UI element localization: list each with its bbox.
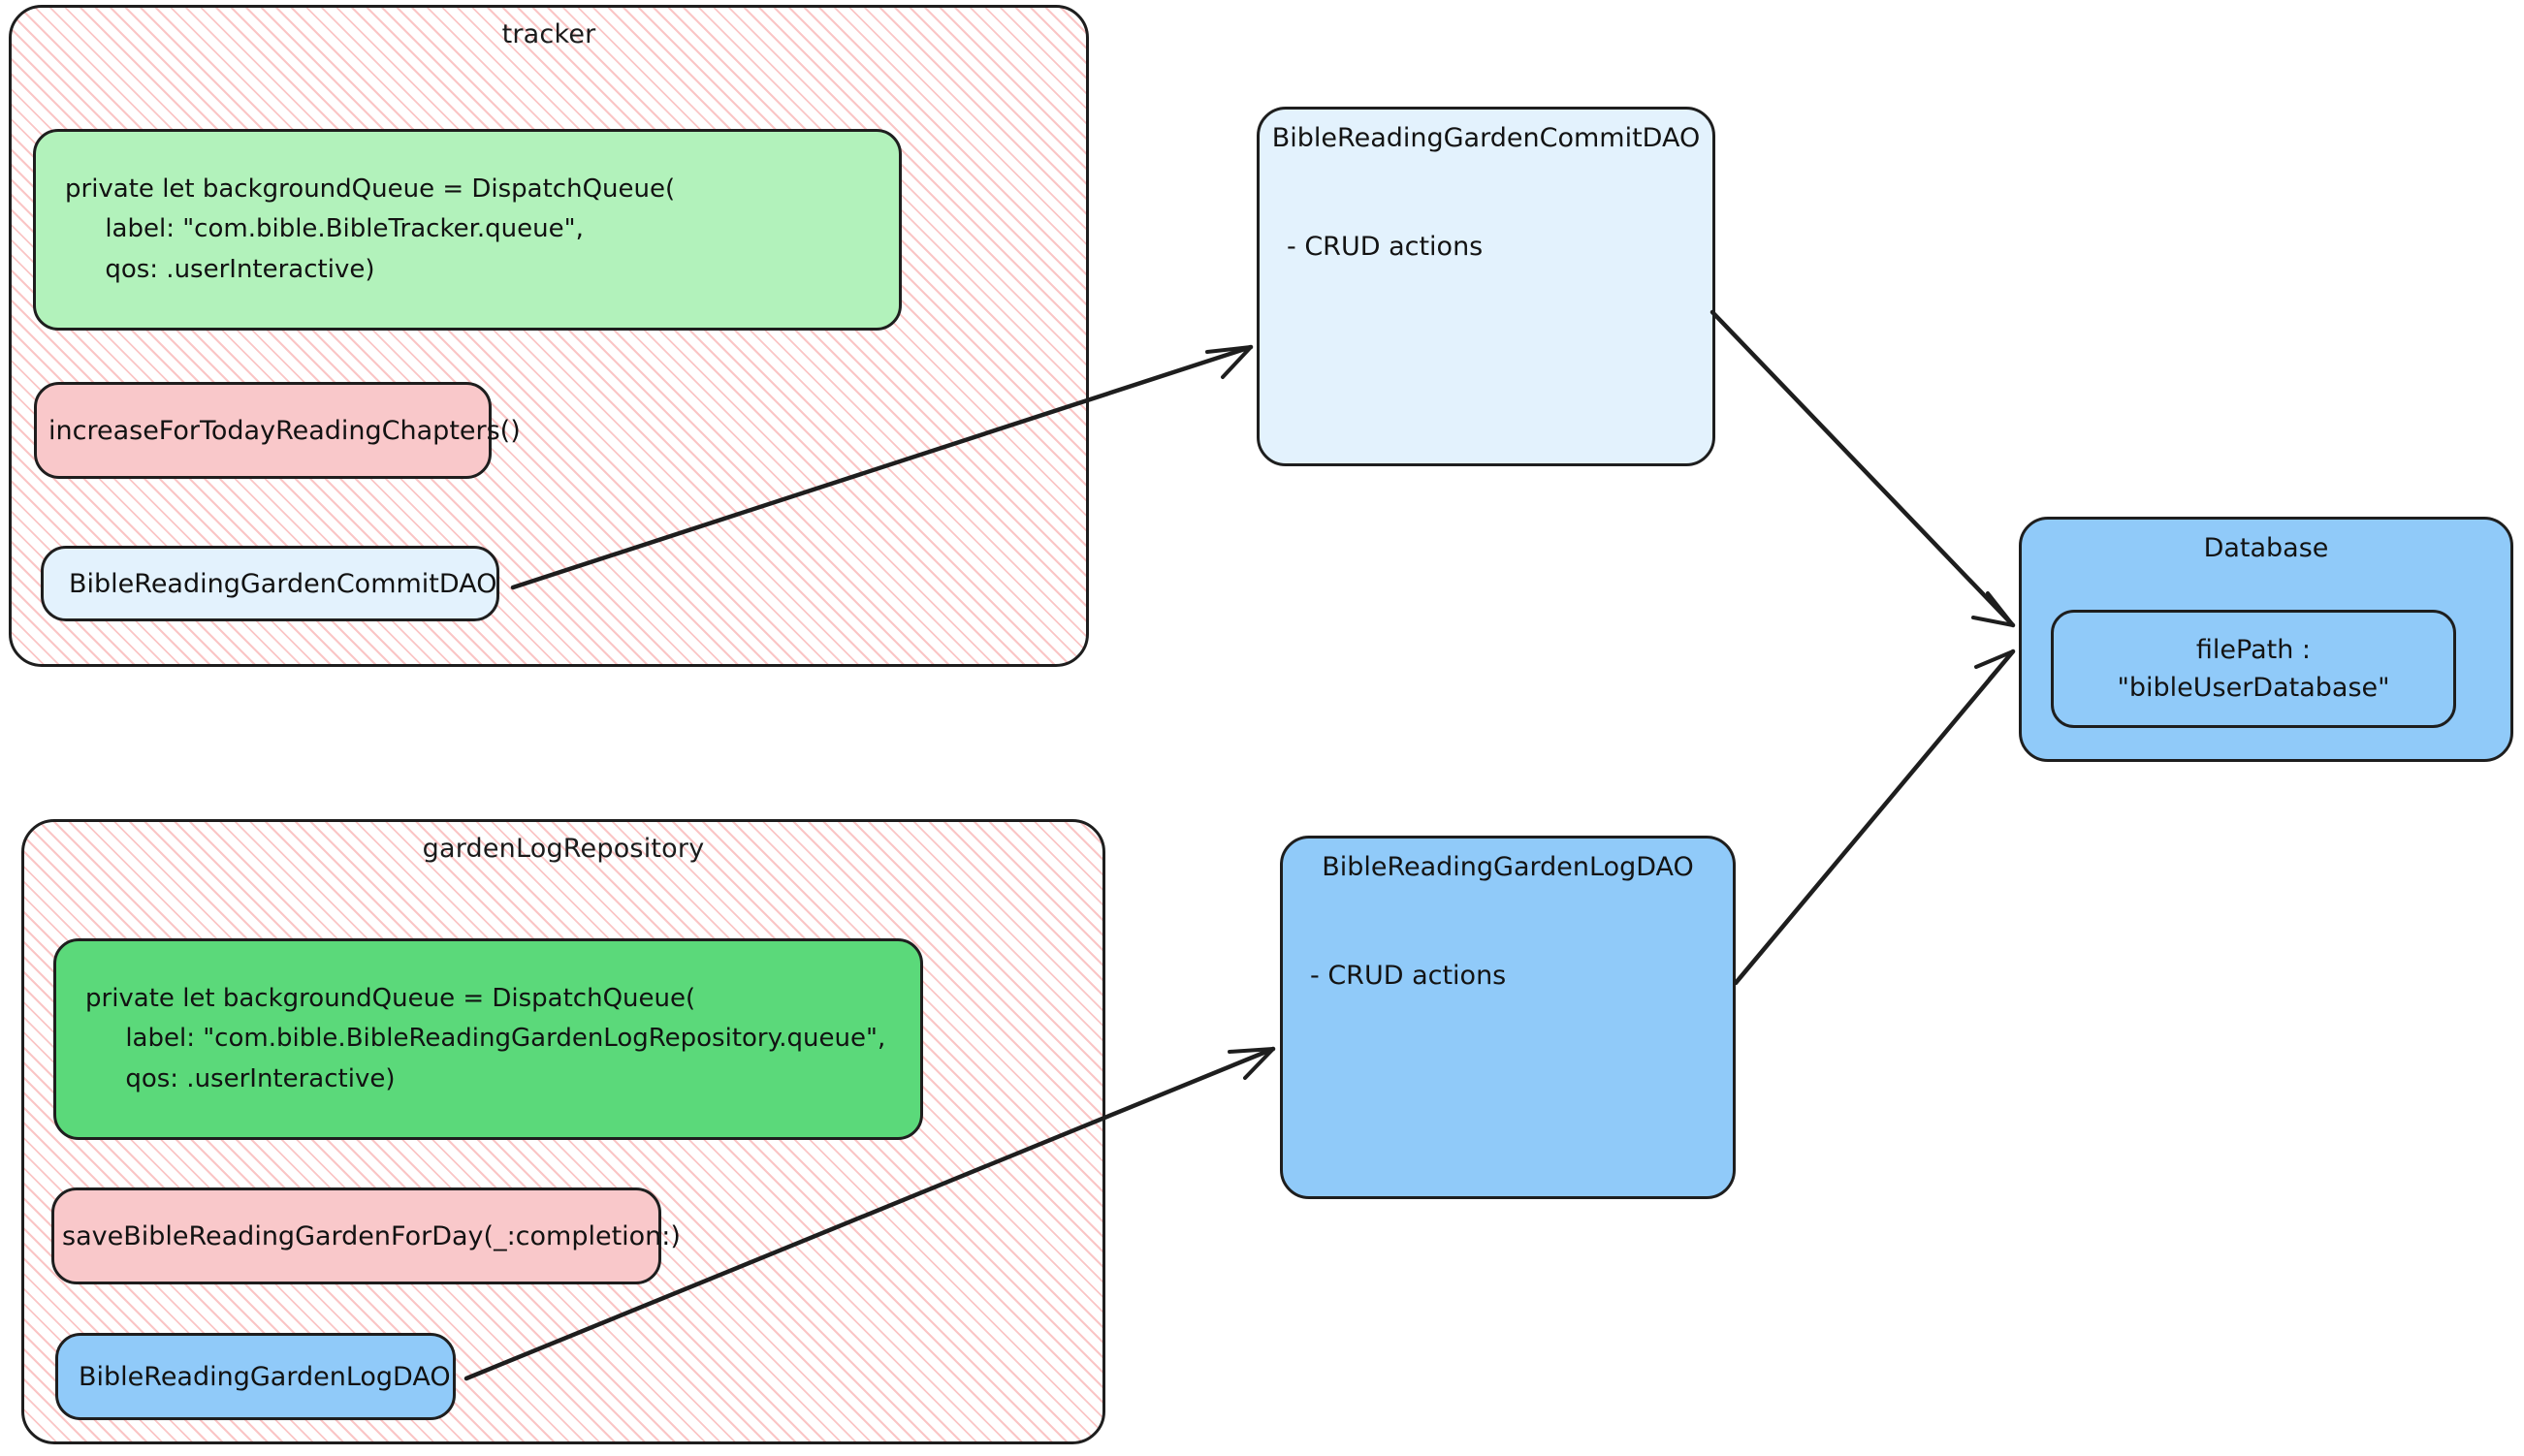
tracker-queue-box[interactable]: private let backgroundQueue = DispatchQu… [33, 129, 902, 331]
database-filepath-box[interactable]: filePath : "bibleUserDatabase" [2051, 610, 2456, 728]
group-tracker-title: tracker [501, 19, 596, 49]
repo-method-label: saveBibleReadingGardenForDay(_:completio… [62, 1220, 681, 1251]
commit-dao-box[interactable]: BibleReadingGardenCommitDAO - CRUD actio… [1257, 107, 1715, 466]
edge-commit-dao-to-database [1709, 309, 2016, 628]
edge-log-dao-to-database [1733, 649, 2016, 986]
tracker-method-label: increaseForTodayReadingChapters() [48, 415, 521, 446]
commit-dao-body: - CRUD actions [1287, 232, 1484, 262]
database-box[interactable]: Database filePath : "bibleUserDatabase" [2019, 517, 2513, 762]
commit-dao-title: BibleReadingGardenCommitDAO [1271, 123, 1701, 153]
tracker-queue-code: private let backgroundQueue = DispatchQu… [65, 174, 676, 284]
repo-dao-ref-label: BibleReadingGardenLogDAO [79, 1361, 451, 1392]
repo-queue-box[interactable]: private let backgroundQueue = DispatchQu… [53, 938, 923, 1140]
log-dao-box[interactable]: BibleReadingGardenLogDAO - CRUD actions [1280, 836, 1736, 1199]
log-dao-body: - CRUD actions [1310, 961, 1507, 991]
tracker-dao-ref-box[interactable]: BibleReadingGardenCommitDAO [41, 546, 499, 621]
repo-dao-ref-box[interactable]: BibleReadingGardenLogDAO [55, 1333, 456, 1420]
repo-method-box[interactable]: saveBibleReadingGardenForDay(_:completio… [51, 1187, 681, 1284]
repo-queue-code: private let backgroundQueue = DispatchQu… [85, 984, 886, 1093]
log-dao-title: BibleReadingGardenLogDAO [1322, 852, 1694, 882]
group-garden-log-repository-title: gardenLogRepository [422, 834, 705, 864]
tracker-method-box[interactable]: increaseForTodayReadingChapters() [34, 382, 521, 479]
tracker-dao-ref-label: BibleReadingGardenCommitDAO [69, 568, 497, 599]
database-title: Database [2203, 533, 2329, 563]
